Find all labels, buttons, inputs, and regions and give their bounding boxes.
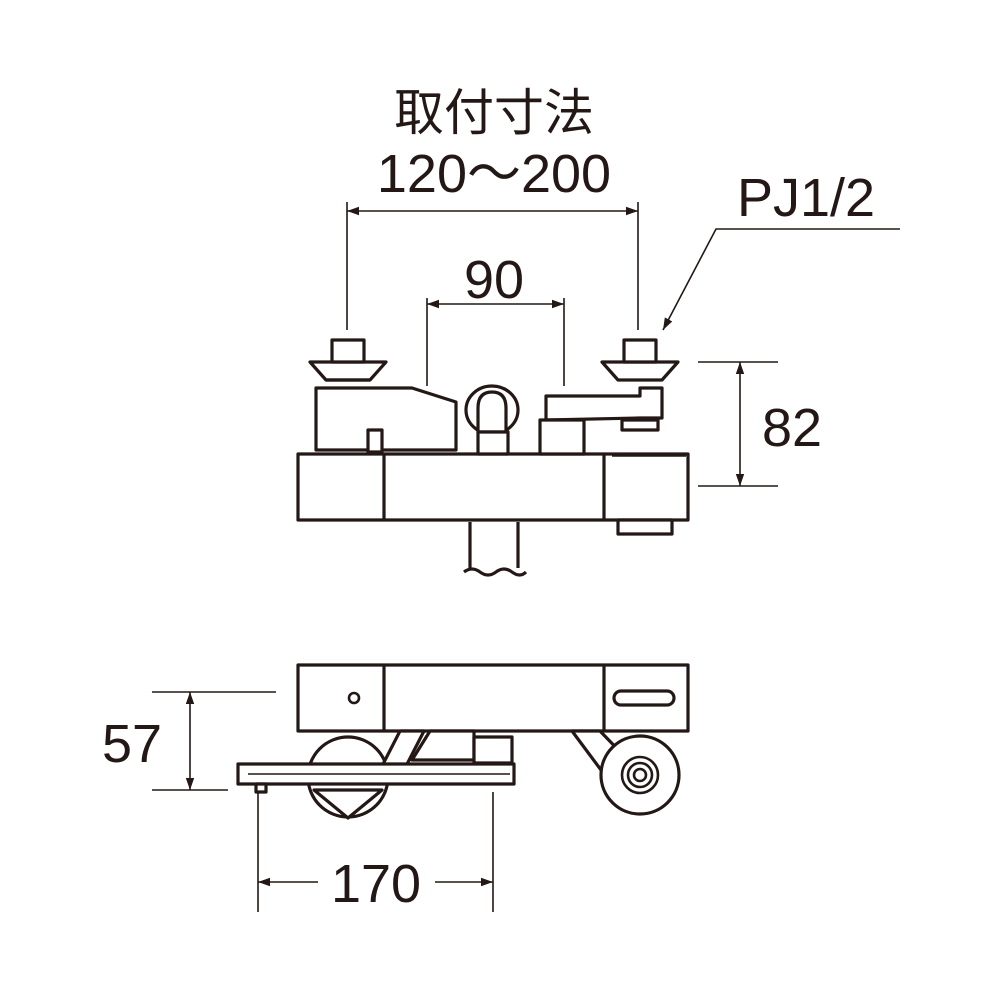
pipe-thread-label: PJ1/2 [737, 168, 875, 228]
spout-plate [236, 762, 516, 794]
center-connector [464, 384, 520, 456]
height-label: 82 [762, 398, 822, 458]
right-knob [570, 729, 681, 816]
front-view [296, 338, 690, 577]
mount-range-label: 120～200 [377, 144, 611, 204]
main-body [296, 452, 690, 536]
width-label: 170 [331, 854, 421, 914]
right-handle [538, 338, 680, 456]
mount-title-label: 取付寸法 [394, 85, 594, 141]
dimension-lines-front [346, 202, 900, 487]
top-body [296, 663, 690, 733]
center-piece [378, 729, 514, 772]
center-spacing-label: 90 [464, 250, 524, 310]
depth-label: 57 [102, 714, 162, 774]
spout-pipe [463, 522, 528, 577]
top-view [236, 663, 690, 820]
left-handle [308, 338, 458, 454]
dimension-lines-top [152, 691, 494, 912]
